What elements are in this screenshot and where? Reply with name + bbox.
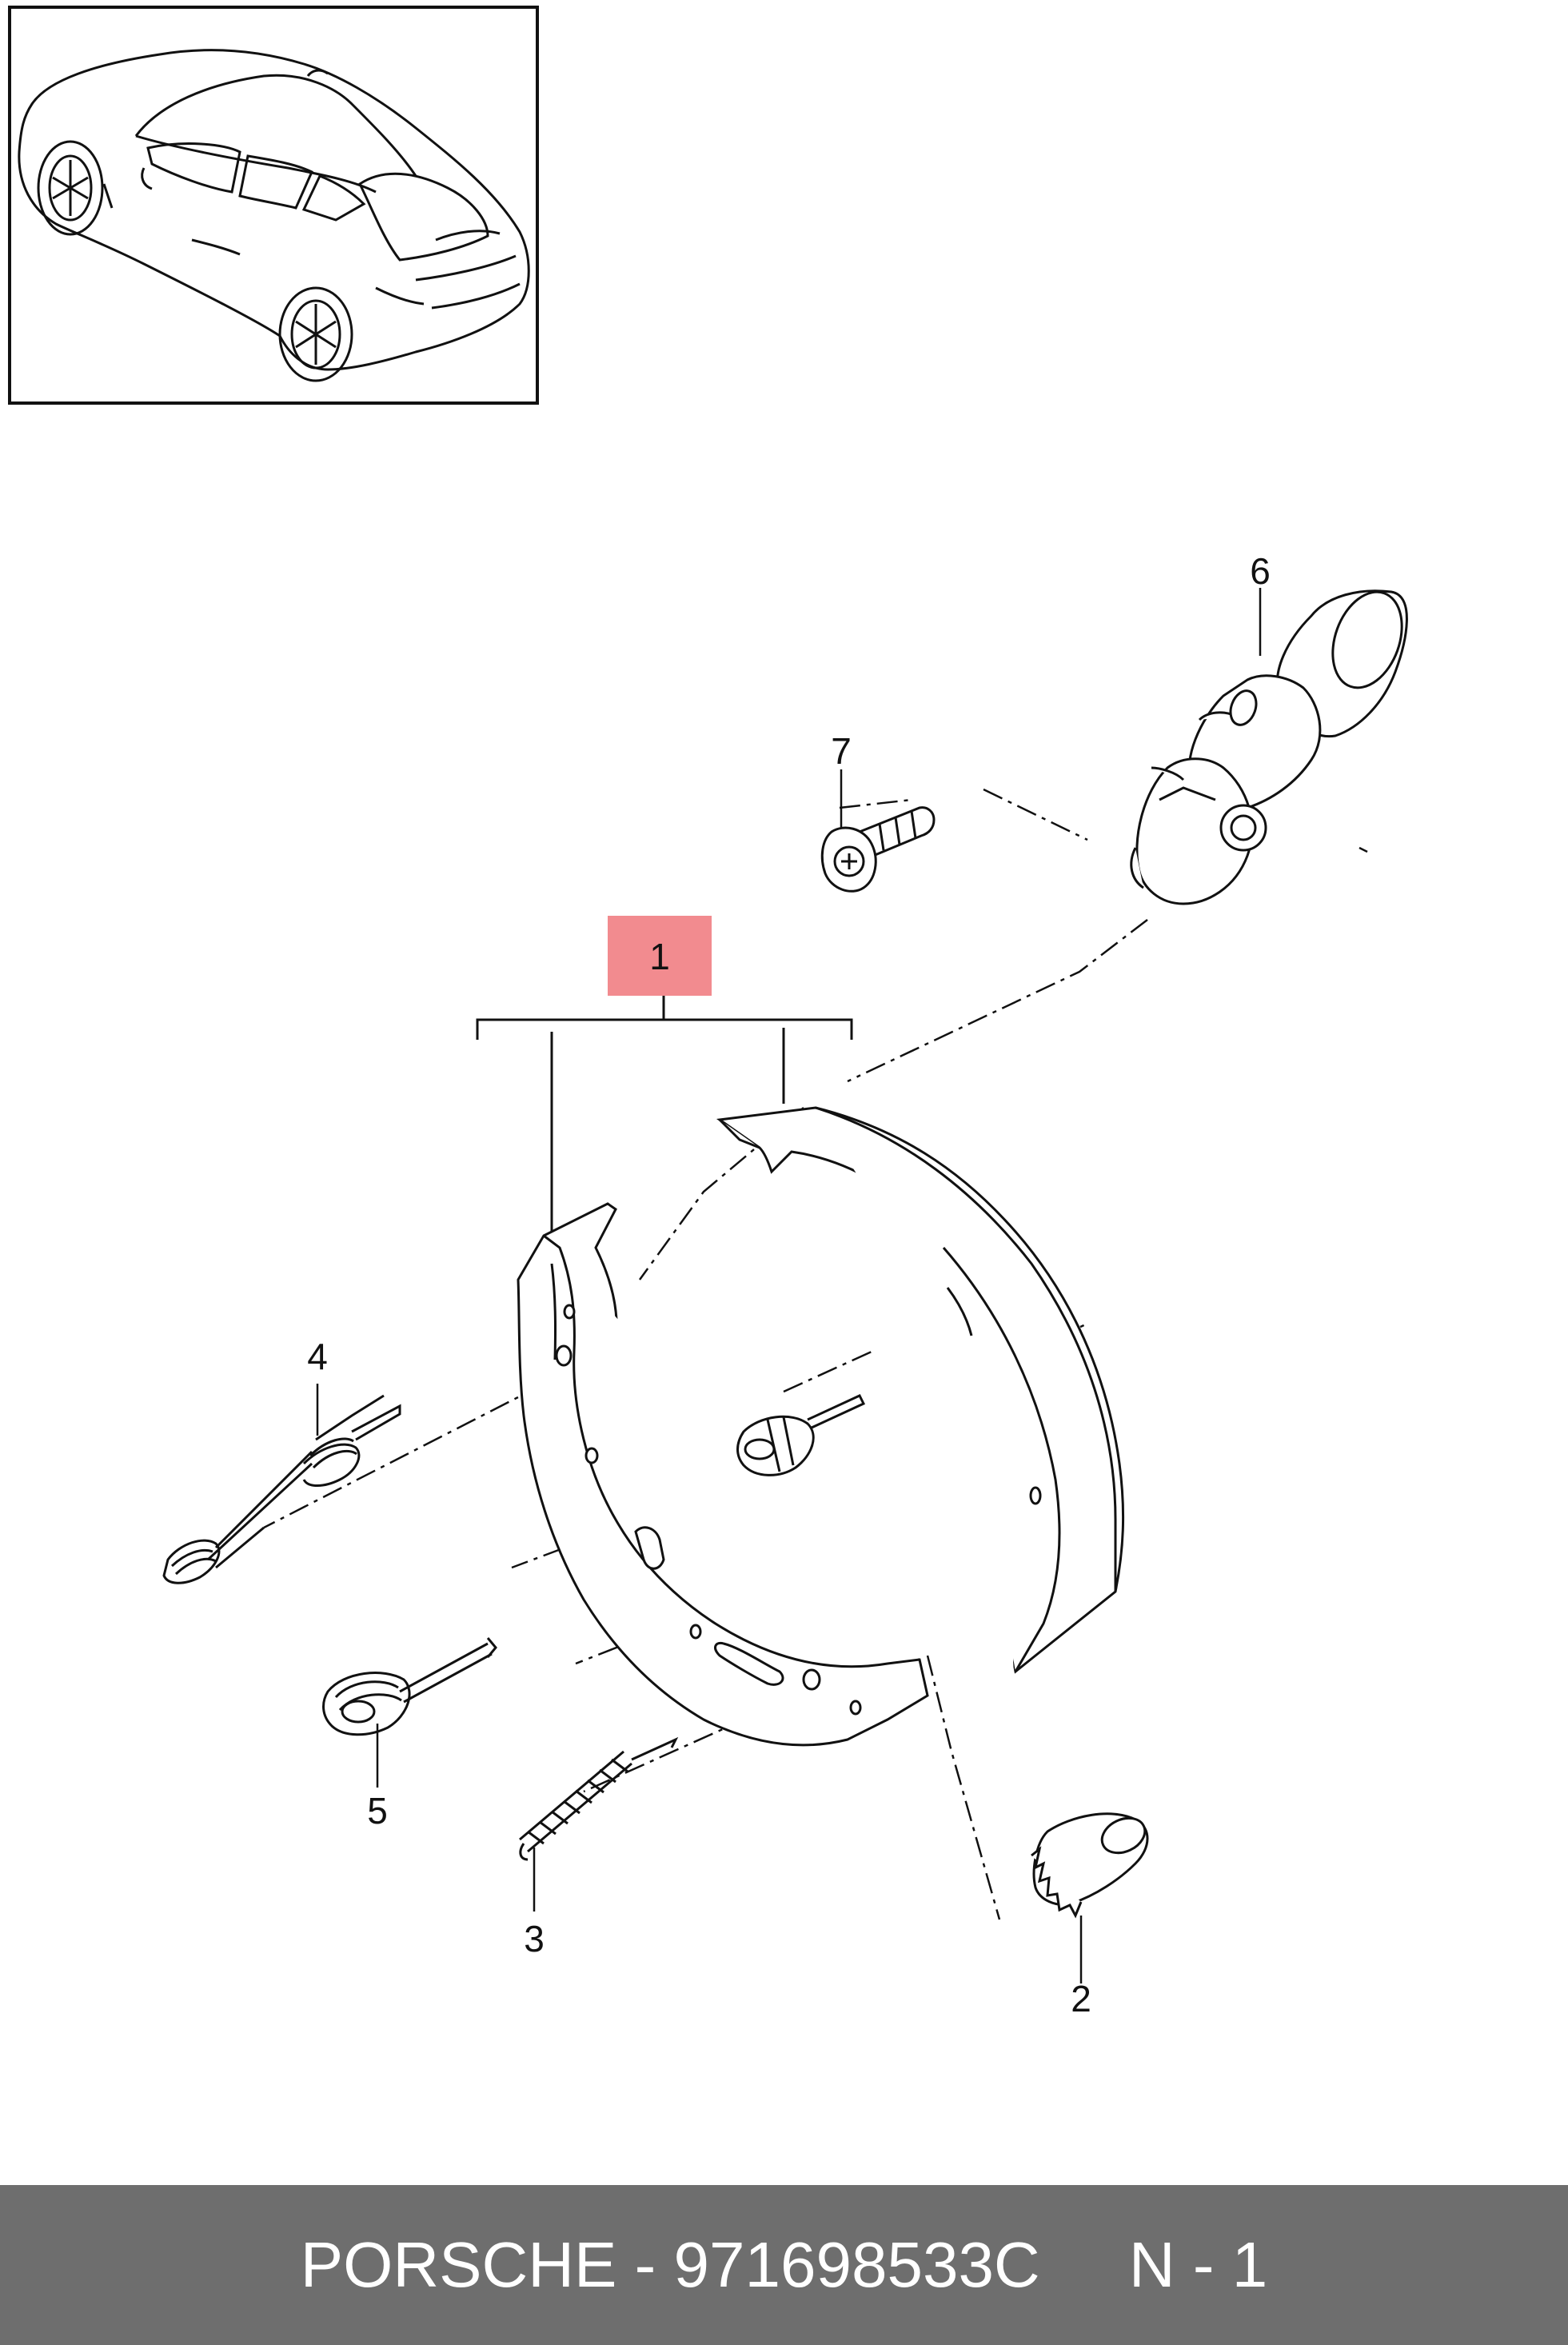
- part-7-bolt: [820, 806, 936, 893]
- brand-separator: -: [616, 2229, 674, 2300]
- brand-name: PORSCHE: [300, 2229, 617, 2300]
- brake-shoe-right: [716, 1106, 1125, 1674]
- mid-spring: [736, 1394, 866, 1476]
- callout-1[interactable]: 1: [649, 936, 670, 977]
- part-2-adjuster: [1031, 1812, 1149, 1919]
- parts-diagram: 1 6 7 4 5 3 2: [8, 6, 1408, 2019]
- callout-3[interactable]: 3: [524, 1918, 545, 1959]
- footer-gap: [1040, 2229, 1129, 2300]
- callout-1-highlight: [608, 916, 712, 996]
- callout-1-bracket: [476, 996, 853, 1232]
- brake-shoe-left: [517, 1202, 929, 1747]
- callout-2[interactable]: 2: [1071, 1978, 1091, 2019]
- callout-7[interactable]: 7: [831, 730, 852, 772]
- callout-4[interactable]: 4: [307, 1336, 328, 1377]
- part-3-spring: [519, 1736, 679, 1861]
- footer-text: PORSCHE - 971698533C N - 1: [301, 2228, 1267, 2302]
- footer-bar: PORSCHE - 971698533C N - 1: [0, 2185, 1568, 2345]
- assembly-leader-lines: [263, 788, 1368, 1920]
- callout-leaders: [316, 588, 1262, 1983]
- vehicle-thumbnail: [8, 6, 539, 405]
- callout-6[interactable]: 6: [1250, 550, 1271, 592]
- part-4-spring: [162, 1394, 401, 1584]
- part-5-spring: [322, 1637, 497, 1736]
- quantity-note: N - 1: [1128, 2229, 1268, 2300]
- callout-5[interactable]: 5: [367, 1790, 388, 1832]
- part-6-actuator: [1130, 589, 1408, 905]
- part-number: 971698533C: [673, 2229, 1040, 2300]
